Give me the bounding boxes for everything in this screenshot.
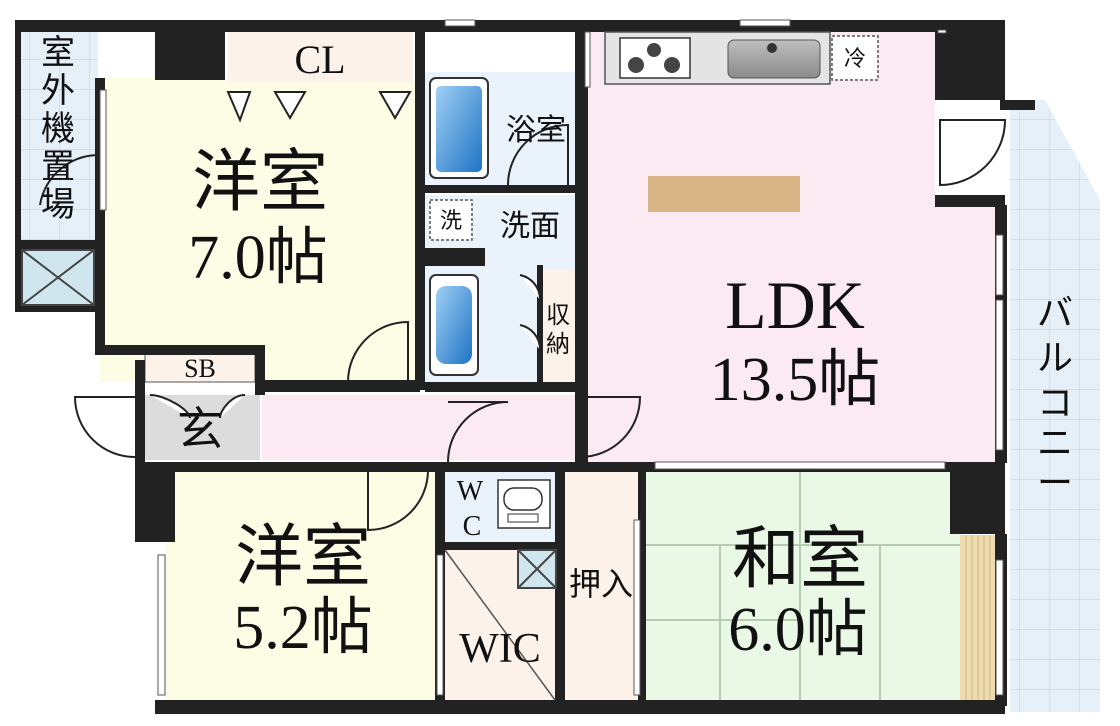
dining-counter bbox=[648, 176, 800, 212]
toilet-label-c: C bbox=[463, 511, 482, 542]
kitchen-sink bbox=[727, 39, 821, 79]
entrance-floor bbox=[145, 395, 260, 460]
svg-text:機: 機 bbox=[41, 110, 75, 148]
washer-label: 洗 bbox=[440, 208, 462, 233]
doors bbox=[39, 119, 1007, 532]
svg-text:外: 外 bbox=[41, 72, 75, 110]
svg-text:ル: ル bbox=[1037, 338, 1073, 378]
ldk-size: 13.5帖 bbox=[710, 346, 881, 414]
storage-label-1: 収 bbox=[546, 302, 570, 329]
toilet-bowl bbox=[503, 487, 543, 511]
svg-text:コ: コ bbox=[1037, 383, 1073, 423]
wic-label: WIC bbox=[459, 626, 541, 672]
toilet-panel bbox=[507, 513, 539, 523]
bathroom-label: 浴室 bbox=[506, 114, 566, 147]
oshiire-floor bbox=[565, 470, 640, 702]
western-room-1-name: 洋室 bbox=[192, 144, 328, 220]
storage-label-2: 納 bbox=[546, 331, 570, 358]
outdoor-unit-label: 室 外 機 置 場 bbox=[41, 34, 75, 224]
ldk-name: LDK bbox=[725, 267, 865, 343]
fridge-box bbox=[831, 35, 879, 81]
windows bbox=[99, 19, 1004, 696]
closet-doors bbox=[149, 91, 542, 419]
washroom-label: 洗面 bbox=[500, 210, 560, 243]
walls bbox=[15, 20, 1035, 714]
western-room-2-name: 洋室 bbox=[235, 519, 371, 595]
svg-text:ー: ー bbox=[1037, 463, 1073, 503]
western-room-1-size: 7.0帖 bbox=[188, 224, 328, 292]
ldk-floor bbox=[588, 30, 995, 462]
outdoor-unit-area bbox=[18, 28, 98, 240]
fridge-label: 冷 bbox=[844, 46, 866, 71]
western-room-2-size: 5.2帖 bbox=[233, 594, 373, 662]
sink-drain bbox=[767, 43, 777, 53]
closet-floor bbox=[228, 32, 413, 82]
wash-basin-inner bbox=[436, 286, 472, 364]
tokonoma-lines bbox=[965, 535, 991, 702]
japanese-room-size: 6.0帖 bbox=[728, 596, 868, 664]
western-room-2-floor bbox=[165, 470, 435, 702]
stove-burners bbox=[628, 43, 680, 73]
pipe-shafts bbox=[21, 249, 557, 701]
japanese-room-name: 和室 bbox=[732, 521, 868, 597]
balcony-label: バ ル コ ニ ー bbox=[1037, 293, 1073, 503]
washer-box bbox=[429, 199, 473, 241]
svg-text:場: 場 bbox=[41, 187, 75, 224]
bathtub-inner bbox=[436, 86, 482, 172]
closet-label: CL bbox=[294, 37, 345, 82]
shoe-box-label: SB bbox=[184, 354, 216, 383]
svg-text:室: 室 bbox=[41, 34, 75, 72]
oshiire-label: 押入 bbox=[569, 566, 633, 602]
hallway-floor bbox=[262, 395, 592, 460]
svg-text:バ: バ bbox=[1037, 293, 1073, 333]
svg-text:置: 置 bbox=[41, 149, 75, 186]
western-room-1-floor bbox=[100, 78, 415, 382]
entrance-label: 玄 bbox=[177, 404, 223, 455]
toilet-label-w: W bbox=[457, 476, 484, 507]
svg-text:ニ: ニ bbox=[1037, 423, 1073, 463]
shoe-box bbox=[144, 351, 256, 383]
japanese-room-floor bbox=[645, 470, 960, 702]
balcony bbox=[1010, 100, 1100, 712]
tatami-lines bbox=[645, 470, 960, 702]
storage-floor bbox=[540, 270, 575, 382]
